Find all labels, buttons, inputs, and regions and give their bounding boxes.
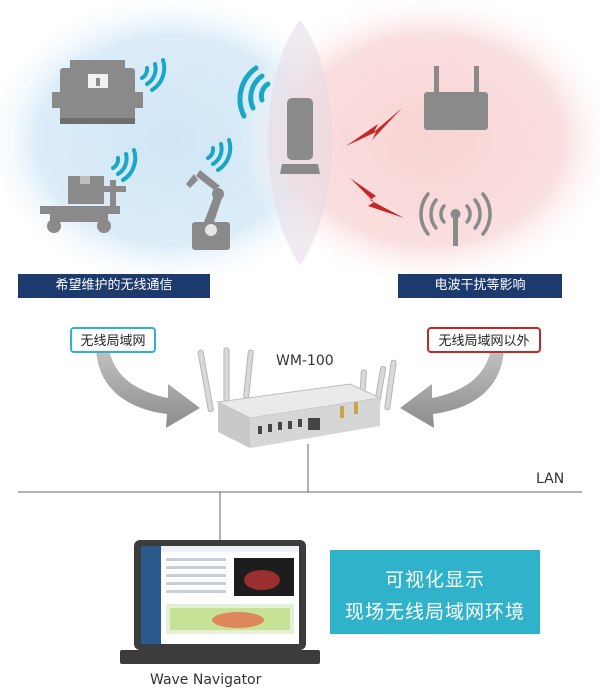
access-point-icon	[280, 98, 320, 174]
laptop-label: Wave Navigator	[150, 672, 262, 688]
wifi-signal	[237, 65, 271, 119]
visualize-callout: 可视化显示 现场无线局域网环境	[330, 550, 540, 634]
laptop-icon	[120, 540, 320, 664]
wifi-signal	[140, 58, 167, 92]
left-flow-arrow	[95, 340, 200, 428]
wifi-signal	[206, 138, 233, 172]
banner-desired-wireless: 希望维护的无线通信	[18, 274, 210, 298]
machine-icon	[52, 60, 143, 124]
interference-bolt-icon	[346, 108, 404, 218]
robot-arm-icon	[186, 170, 230, 250]
cart-icon	[40, 176, 126, 233]
tag-wireless-lan: 无线局域网	[70, 327, 156, 353]
banner-interference: 电波干扰等影响	[398, 274, 562, 298]
callout-line-1: 可视化显示	[384, 569, 485, 591]
callout-line-2: 现场无线局域网环境	[344, 601, 525, 623]
gateway-icon	[424, 66, 488, 130]
antenna-icon	[419, 192, 492, 246]
lan-label: LAN	[536, 471, 565, 487]
wifi-signal	[111, 148, 138, 182]
red-zone	[240, 0, 600, 290]
tag-non-wireless-lan: 无线局域网以外	[427, 327, 541, 353]
router-icon	[197, 347, 397, 448]
router-label: WM-100	[276, 353, 334, 369]
right-flow-arrow	[400, 340, 505, 428]
